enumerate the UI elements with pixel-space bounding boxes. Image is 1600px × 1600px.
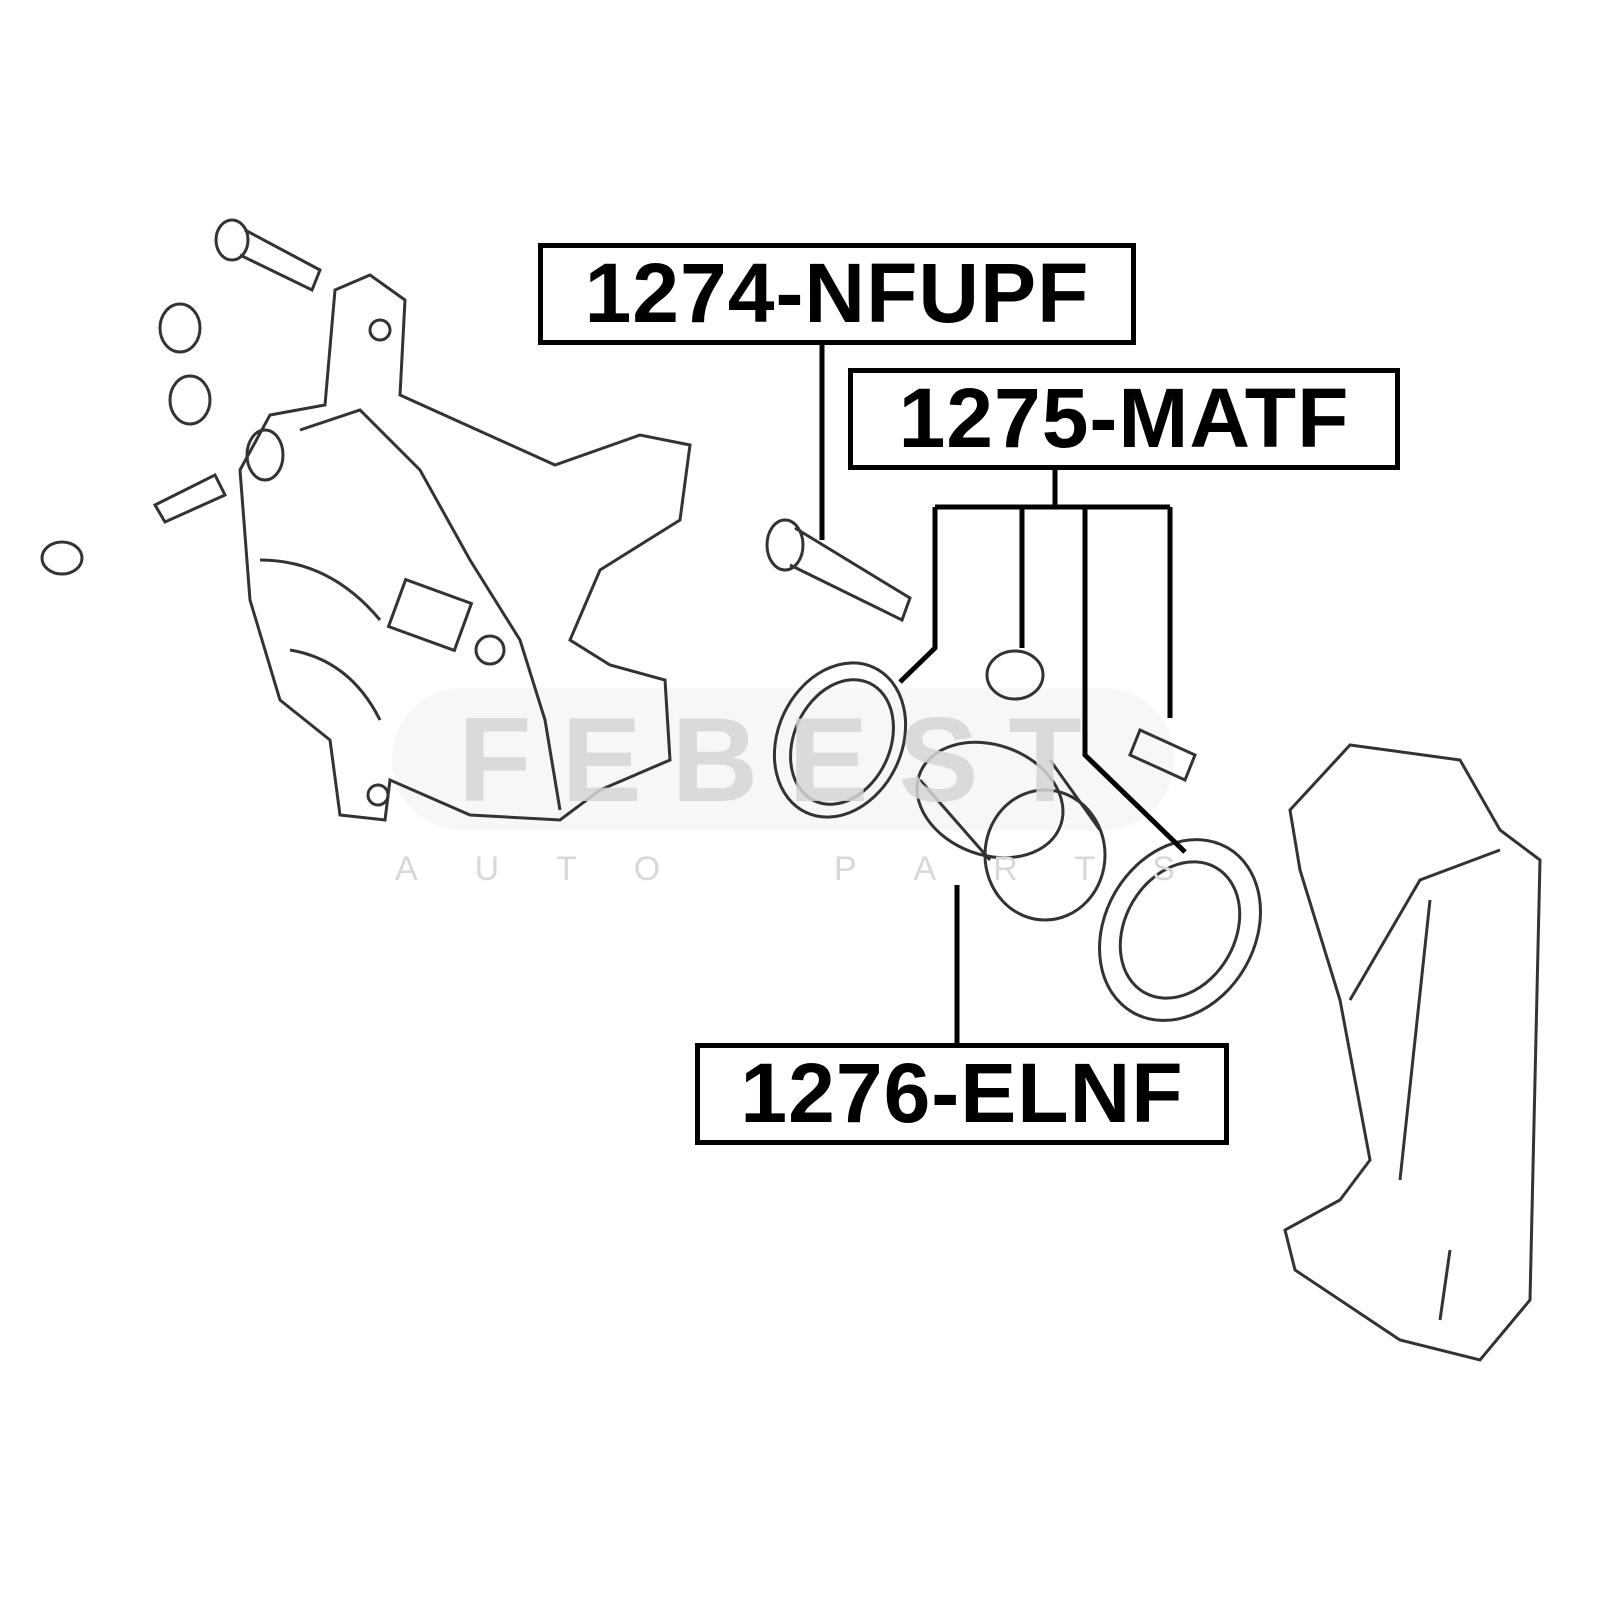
leader-lines xyxy=(819,343,1187,1043)
part-label-1275-matf: 1275-MATF xyxy=(848,368,1400,470)
dust-boot xyxy=(1098,838,1262,1022)
piston-seal xyxy=(772,661,908,819)
tagline-letter: A xyxy=(395,850,418,888)
tagline-letter: O xyxy=(633,850,661,888)
bleeder-screw xyxy=(152,472,228,524)
bushing xyxy=(158,302,202,354)
pin-sleeve xyxy=(1128,727,1197,783)
watermark-backdrop xyxy=(392,688,1174,830)
tagline-letter: T xyxy=(556,850,577,888)
cap xyxy=(40,540,84,576)
tagline-letter: T xyxy=(1074,850,1096,888)
caliper-bolt xyxy=(214,218,322,293)
pin-boot xyxy=(985,649,1045,701)
caliper-bracket xyxy=(1283,743,1542,1362)
caliper-body xyxy=(238,273,692,822)
piston xyxy=(915,740,1107,922)
tagline-letter: U xyxy=(474,850,500,888)
watermark-logo: FEBEST xyxy=(458,693,1112,827)
tagline-letter: S xyxy=(1152,850,1175,888)
tagline-letter: P xyxy=(833,850,857,888)
guide-pin xyxy=(765,518,912,623)
bushing xyxy=(168,374,212,426)
tagline-letter: A xyxy=(913,850,937,888)
watermark-tagline: A U T O P A R T S xyxy=(395,850,1175,889)
part-label-1276-elnf: 1276-ELNF xyxy=(695,1043,1229,1145)
tagline-letter: R xyxy=(993,850,1018,888)
part-label-1274-nfupf: 1274-NFUPF xyxy=(538,243,1136,345)
